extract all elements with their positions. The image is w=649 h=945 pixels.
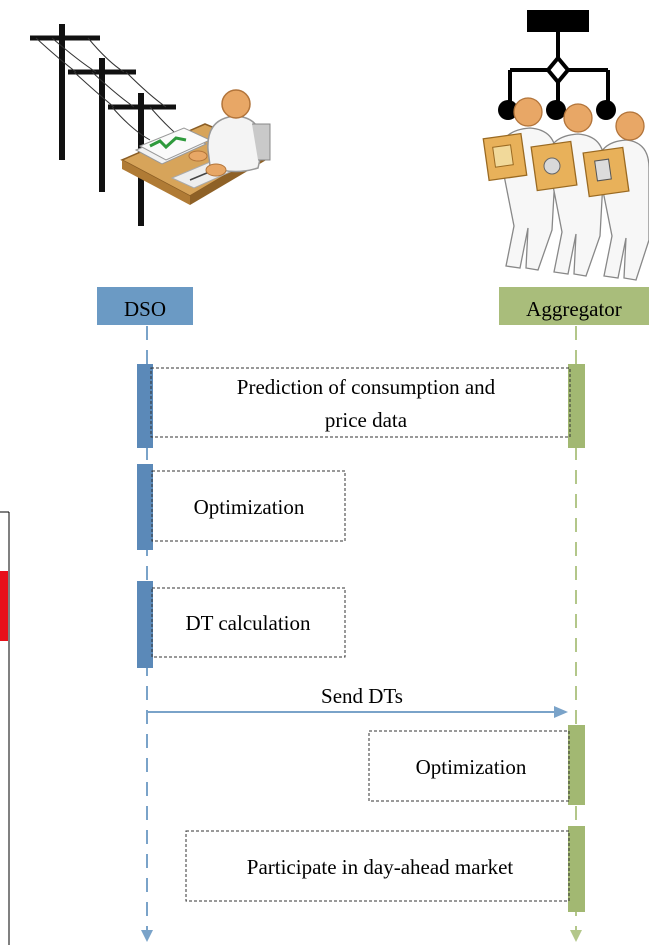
prediction-label-line2: price data: [325, 408, 408, 432]
step-dso-optimization: Optimization: [151, 470, 346, 542]
step-prediction: Prediction of consumption and price data: [150, 367, 571, 438]
power-line-operator-icon: [30, 24, 271, 226]
participate-label: Participate in day-ahead market: [247, 855, 514, 879]
dt-calculation-label: DT calculation: [186, 611, 311, 635]
left-edge-panel: [0, 511, 10, 945]
dso-actor-header: DSO: [97, 287, 193, 325]
prediction-label-line1: Prediction of consumption and: [237, 375, 496, 399]
aggregator-actor-header: Aggregator: [499, 287, 649, 325]
dso-lifeline-arrowhead: [141, 930, 153, 942]
send-dts-label: Send DTs: [321, 684, 403, 708]
aggregator-activation-optimization: [568, 725, 585, 805]
dso-activation-optimization: [137, 464, 153, 550]
step-participate: Participate in day-ahead market: [185, 830, 570, 902]
aggregator-activation-participate: [568, 826, 585, 912]
aggregator-activation-prediction: [568, 364, 585, 448]
dso-label: DSO: [124, 297, 166, 321]
aggregator-optimization-label: Optimization: [416, 755, 527, 779]
dso-activation-dt-calculation: [137, 581, 153, 668]
aggregator-lifeline-arrowhead: [570, 930, 582, 942]
dso-optimization-label: Optimization: [194, 495, 305, 519]
aggregator-label: Aggregator: [526, 297, 622, 321]
aggregator-network-icon: [482, 10, 649, 281]
step-dt-calculation: DT calculation: [151, 587, 346, 658]
message-send-dts: Send DTs: [147, 684, 568, 718]
dso-activation-prediction: [137, 364, 153, 448]
left-edge-red-marker: [0, 571, 8, 641]
step-aggregator-optimization: Optimization: [368, 730, 570, 802]
